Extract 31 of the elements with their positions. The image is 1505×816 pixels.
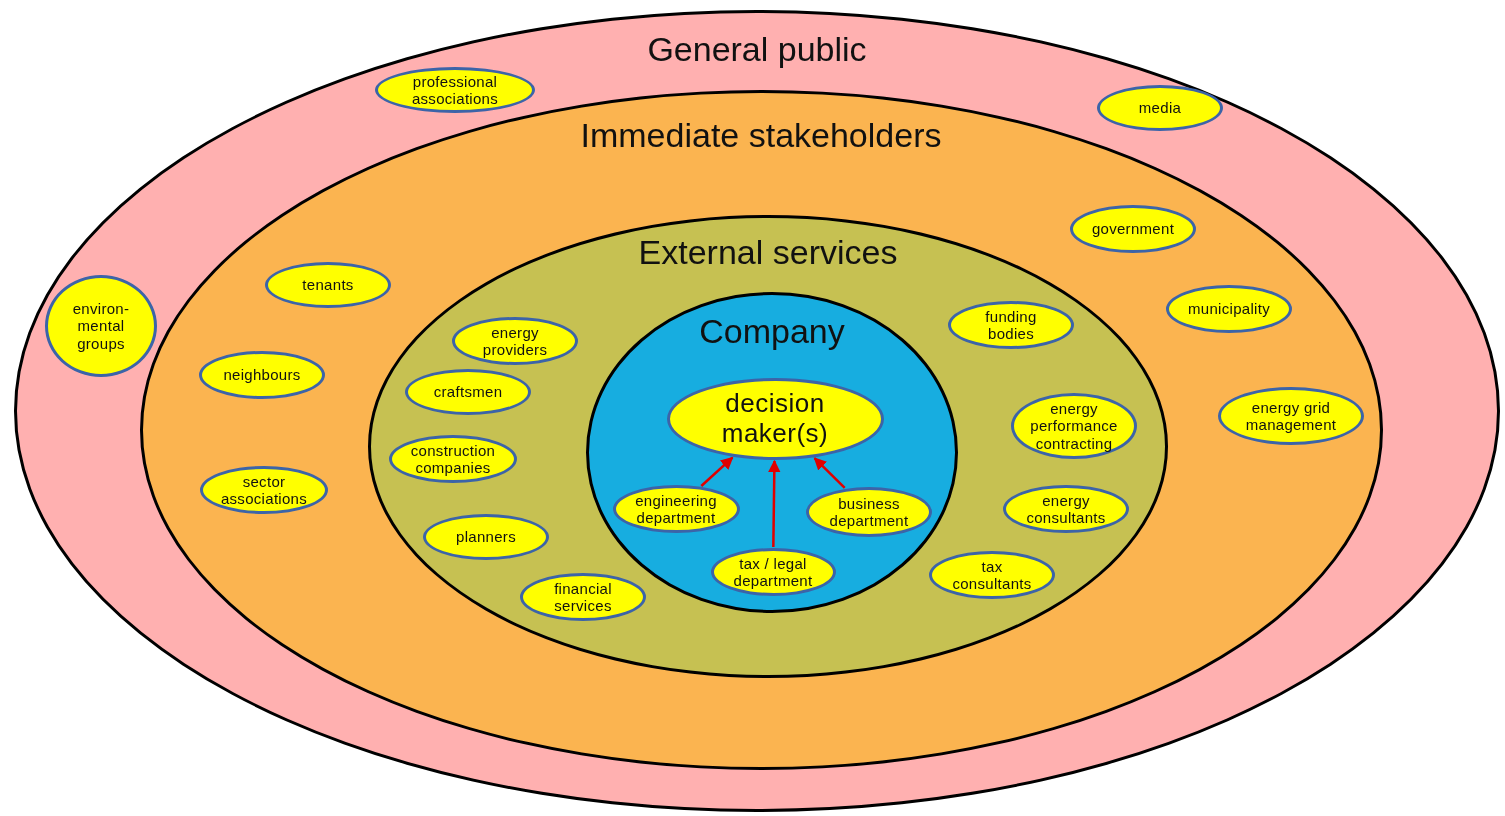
stakeholder-label: financial services <box>553 579 613 615</box>
stakeholder-label: tax consultants <box>951 557 1033 593</box>
stakeholder-label: municipality <box>1187 300 1271 318</box>
region-title: Immediate stakeholders <box>579 117 943 155</box>
stakeholder-label: neighbours <box>222 366 302 384</box>
stakeholder-label: media <box>1137 99 1183 117</box>
stakeholder-label: funding bodies <box>984 307 1038 343</box>
stakeholder-label: planners <box>455 528 517 546</box>
stakeholder-label: energy performance contracting <box>1029 400 1119 452</box>
stakeholder-label: decision maker(s) <box>720 389 830 449</box>
arrow <box>768 459 781 547</box>
stakeholder-label: sector associations <box>219 472 309 508</box>
region-title: External services <box>637 233 899 271</box>
stakeholder-label: energy providers <box>481 323 549 359</box>
stakeholder-label: environ-mental groups <box>71 300 131 352</box>
stakeholder-ellipse <box>612 485 740 533</box>
stakeholder-label: tax / legal department <box>732 554 814 590</box>
stakeholder-label: construction companies <box>409 441 497 477</box>
stakeholder-ellipse <box>806 487 932 537</box>
stakeholder-label: government <box>1090 220 1176 238</box>
stakeholder-label: business department <box>828 494 910 530</box>
arrow <box>700 456 734 487</box>
stakeholder-label: craftsmen <box>432 383 504 401</box>
stakeholder-label: tenants <box>301 276 355 294</box>
stakeholder-label: energy grid management <box>1244 398 1338 434</box>
stakeholder-label: professional associations <box>410 72 500 108</box>
region-title: Company <box>698 312 846 350</box>
stakeholder-label: energy consultants <box>1025 491 1107 527</box>
region-title: General public <box>646 31 868 69</box>
arrow <box>813 457 846 489</box>
stakeholder-label: engineering department <box>634 491 718 527</box>
